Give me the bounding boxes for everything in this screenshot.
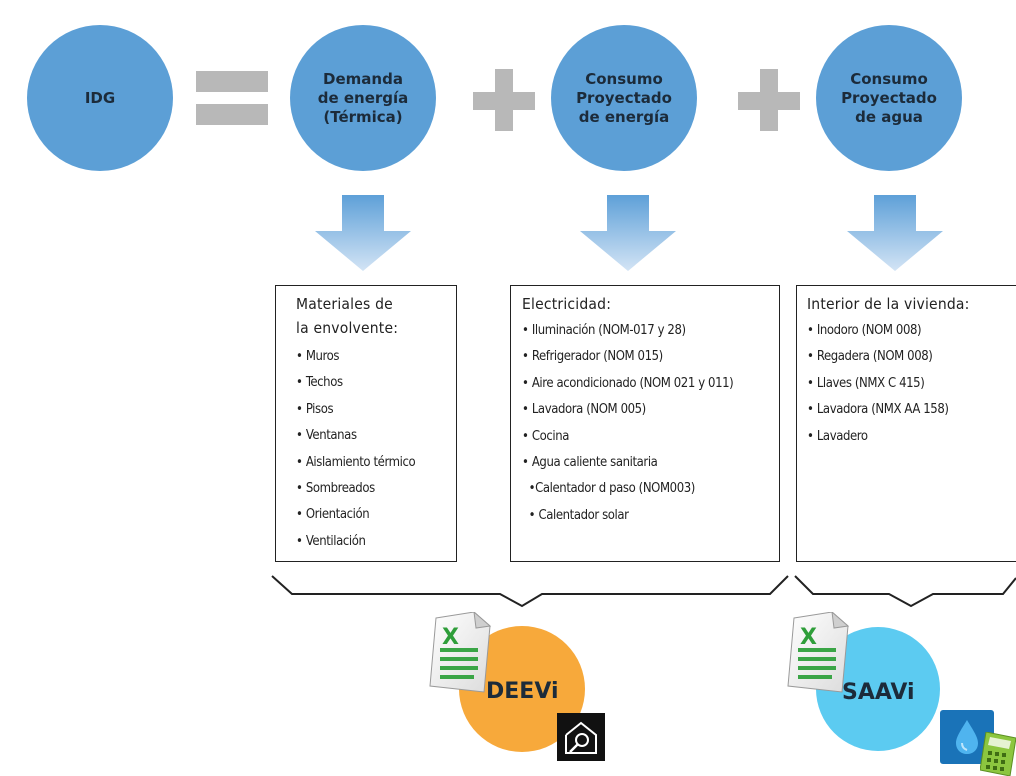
list-item: • Cocina	[522, 428, 569, 444]
list-item: • Iluminación (NOM-017 y 28)	[522, 323, 686, 338]
list-item: • Muros	[296, 349, 340, 364]
list-item: • Aislamiento térmico	[296, 454, 416, 470]
deevi-circle	[459, 626, 585, 752]
box-interior-heading: Interior de la vivienda:	[807, 295, 970, 313]
water-drop-icon	[940, 710, 994, 764]
svg-text:X: X	[442, 625, 459, 650]
list-item: • Regadera (NOM 008)	[807, 349, 933, 365]
list-item: • Calentador solar	[522, 507, 629, 523]
node-demanda-energia: Demanda de energía (Térmica)	[290, 25, 436, 171]
list-item: • Sombreados	[296, 481, 375, 497]
list-item: • Pisos	[296, 401, 334, 417]
node-demanda-label: Demanda de energía (Térmica)	[317, 69, 409, 126]
list-item: • Refrigerador (NOM 015)	[522, 349, 663, 365]
node-consumo-agua: Consumo Proyectado de agua	[816, 25, 962, 171]
saavi-label: SAAVi	[842, 680, 915, 705]
box-materiales: Materiales de la envolvente: • Muros • T…	[275, 285, 457, 562]
list-item: • Ventanas	[296, 428, 357, 444]
list-item: • Orientación	[296, 507, 370, 523]
box-materiales-heading: Materiales de la envolvente:	[296, 295, 399, 337]
list-item: •Calentador d paso (NOM003)	[522, 481, 696, 497]
brace-agua	[794, 575, 1016, 608]
excel-file-icon: X	[787, 612, 850, 693]
node-consumo-energia-label: Consumo Proyectado de energía	[576, 69, 672, 126]
interior-list: • Inodoro (NOM 008) • Regadera (NOM 008)…	[807, 318, 1016, 450]
list-item: • Inodoro (NOM 008)	[807, 323, 922, 338]
list-item: • Techos	[296, 375, 343, 391]
list-item: • Aire acondicionado (NOM 021 y 011)	[522, 375, 734, 391]
box-electricidad: Electricidad: • Iluminación (NOM-017 y 2…	[510, 285, 780, 562]
list-item: • Lavadero	[807, 428, 868, 444]
list-item: • Agua caliente sanitaria	[522, 455, 658, 471]
house-search-icon	[557, 713, 605, 761]
box-electricidad-heading: Electricidad:	[522, 295, 612, 313]
down-arrow-3	[847, 195, 943, 271]
excel-file-icon: X	[429, 612, 492, 693]
svg-text:X: X	[800, 625, 817, 650]
node-consumo-agua-label: Consumo Proyectado de agua	[841, 69, 937, 126]
saavi-circle	[816, 627, 940, 751]
list-item: • Ventilación	[296, 533, 366, 549]
list-item: • Lavadora (NOM 005)	[522, 402, 646, 418]
node-consumo-energia: Consumo Proyectado de energía	[551, 25, 697, 171]
node-idg-label: IDG	[84, 88, 116, 107]
brace-energia	[271, 575, 789, 608]
down-arrow-2	[580, 195, 676, 271]
deevi-label: DEEVi	[486, 679, 559, 704]
electricidad-list: • Iluminación (NOM-017 y 28) • Refrigera…	[522, 318, 779, 529]
down-arrow-1	[315, 195, 411, 271]
list-item: • Lavadora (NMX AA 158)	[807, 402, 949, 418]
box-interior: Interior de la vivienda: • Inodoro (NOM …	[796, 285, 1016, 562]
materiales-list: • Muros • Techos • Pisos • Ventanas • Ai…	[296, 344, 456, 555]
list-item: • Llaves (NMX C 415)	[807, 375, 925, 391]
node-idg: IDG	[27, 25, 173, 171]
calculator-icon	[980, 732, 1016, 776]
